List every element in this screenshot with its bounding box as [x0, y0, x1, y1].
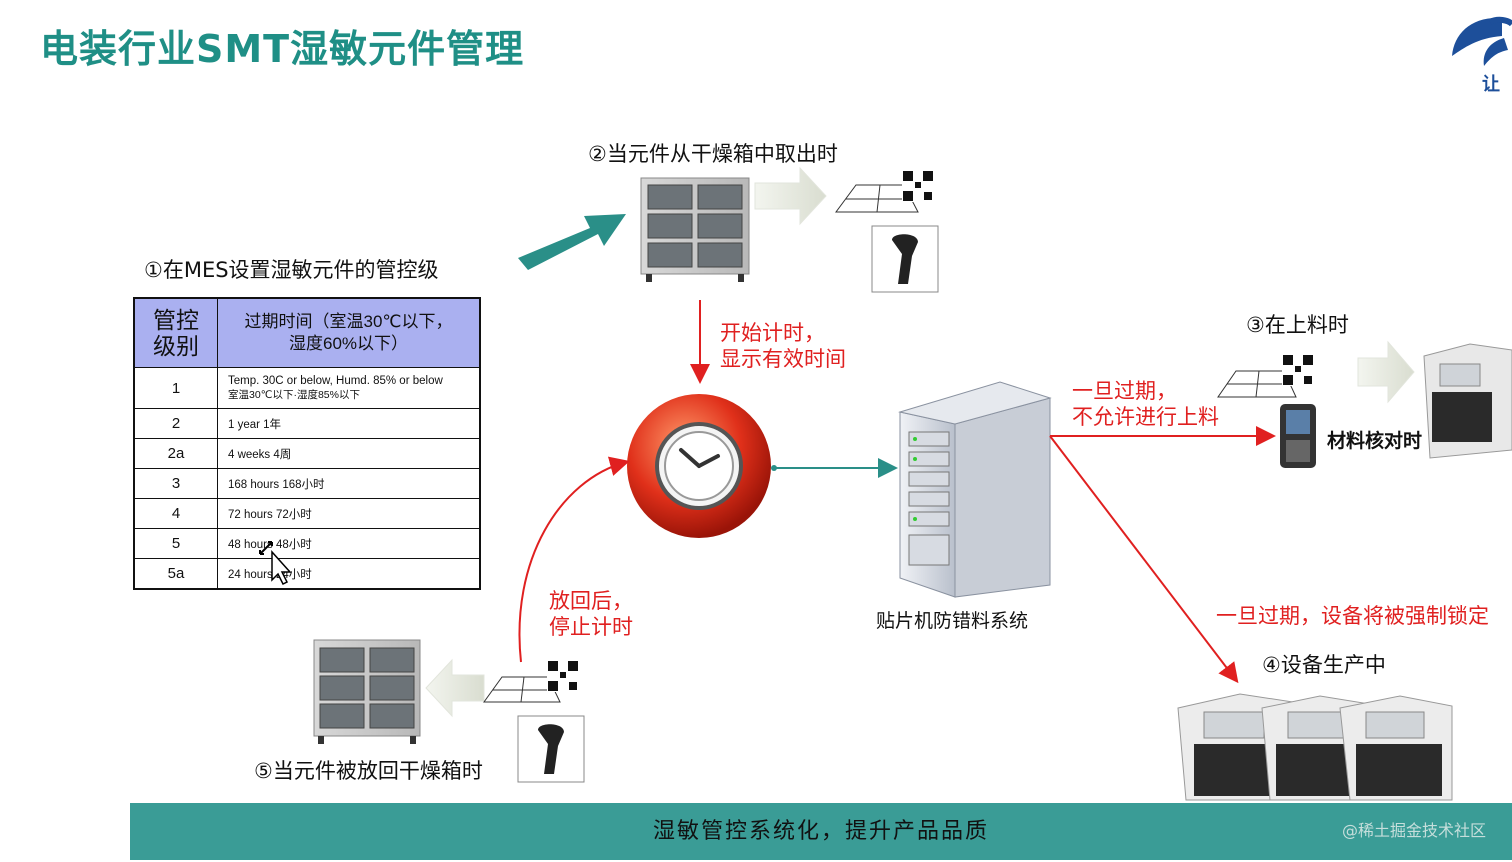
- start-timer-note: 开始计时， 显示有效时间: [720, 321, 846, 371]
- gray-arrow-left-icon: [425, 658, 485, 718]
- clock-icon: [627, 394, 771, 538]
- component-tray-icon: [483, 676, 561, 703]
- material-check-label: 材料核对时: [1327, 430, 1423, 452]
- step-4-label: ④设备生产中: [1262, 653, 1386, 677]
- bottom-banner: [130, 803, 1512, 860]
- smt-machine-line-icon: [1177, 693, 1453, 801]
- lock-note: 一旦过期，设备将被强制锁定: [1216, 604, 1489, 628]
- dry-cabinet-icon: [313, 639, 421, 744]
- gray-arrow-icon: [1357, 340, 1415, 404]
- barcode-scanner-icon: [871, 225, 939, 293]
- server-icon: [898, 381, 1052, 598]
- logo-text: 让: [1482, 74, 1500, 95]
- mouse-cursor-icon: [258, 540, 292, 590]
- teal-arrow-icon: [518, 214, 626, 270]
- step-5-label: ⑤当元件被放回干燥箱时: [254, 759, 483, 783]
- smt-machine-icon: [1423, 343, 1512, 459]
- qr-code-icon: [1282, 354, 1314, 386]
- watermark: @稀土掘金技术社区: [1341, 821, 1486, 840]
- barcode-scanner-icon: [517, 715, 585, 783]
- component-tray-icon: [1217, 370, 1297, 398]
- table-row: 1 Temp. 30C or below, Humd. 85% or below…: [133, 367, 481, 409]
- return-note: 放回后， 停止计时: [549, 589, 633, 639]
- table-header-level: 管控 级别: [133, 297, 218, 368]
- qr-code-icon: [902, 170, 934, 202]
- component-tray-icon: [835, 184, 919, 213]
- table-header-time: 过期时间（室温30℃以下， 湿度60%以下）: [217, 297, 481, 368]
- page-title: 电装行业SMT湿敏元件管理: [40, 27, 525, 71]
- handheld-terminal-icon: [1280, 404, 1316, 468]
- expired-note: 一旦过期， 不允许进行上料: [1072, 379, 1219, 429]
- gray-arrow-icon: [754, 166, 827, 226]
- qr-code-icon: [547, 660, 579, 692]
- company-logo: 让: [1442, 8, 1512, 98]
- step-1-label: ①在MES设置湿敏元件的管控级: [144, 258, 439, 282]
- system-label: 贴片机防错料系统: [876, 610, 1029, 632]
- step-3-label: ③在上料时: [1246, 313, 1349, 337]
- step-2-label: ②当元件从干燥箱中取出时: [588, 142, 838, 166]
- banner-text: 湿敏管控系统化，提升产品品质: [652, 819, 989, 844]
- dry-cabinet-icon: [640, 177, 750, 282]
